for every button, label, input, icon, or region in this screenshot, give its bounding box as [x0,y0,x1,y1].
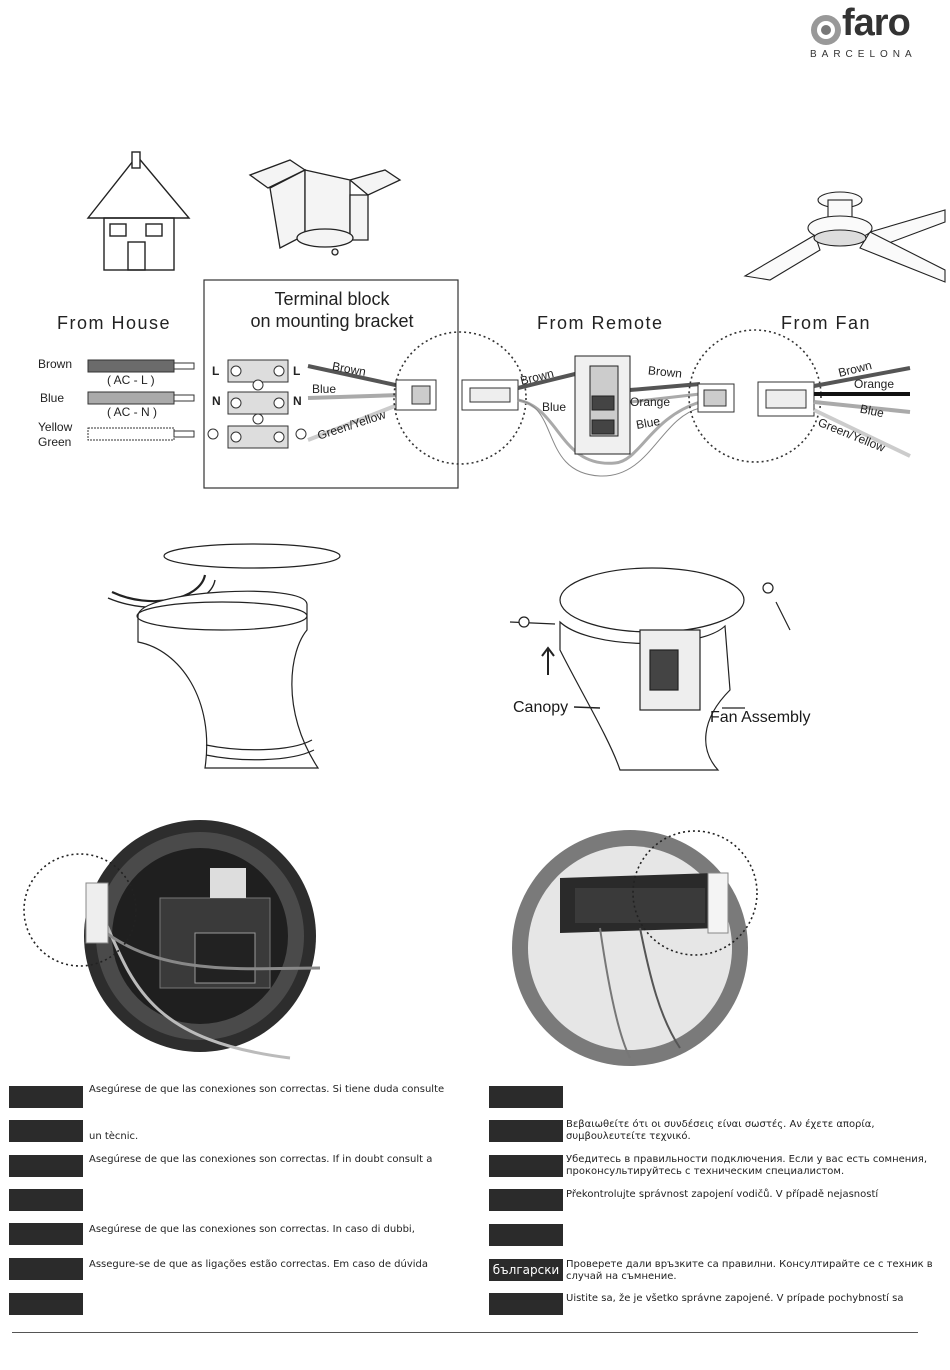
lang-text: Βεβαιωθείτε ότι οι συνδέσεις είναι σωστέ… [566,1119,875,1142]
lang-label [489,1155,563,1177]
lang-label [9,1293,83,1315]
house-icon [86,151,191,271]
mounting-bracket-icon [248,159,402,256]
lang-label [489,1120,563,1142]
lang-text: Assegure-se de que as ligações estão cor… [89,1259,429,1270]
lang-text: Проверете дали връзките са правилни. Кон… [566,1259,933,1282]
lang-label [9,1258,83,1280]
fan-wires [813,366,911,458]
lang-label [9,1120,83,1142]
assembly-illustrations [107,543,791,771]
lang-label [9,1189,83,1211]
canopy-left-icon [107,543,341,769]
photo-right [512,830,758,1066]
faro-logo [811,15,841,45]
lang-text: Asegúrese de que las conexiones son corr… [89,1224,415,1235]
installation-photos [23,820,758,1066]
lang-label [9,1155,83,1177]
house-brown-tag: ( AC - L ) [107,373,155,387]
house-yellow-label: Yellow [38,420,73,434]
remote-receiver-icon [574,355,631,455]
block-n-right: N [293,394,302,408]
house-blue-label: Blue [40,391,65,405]
block-blue-label: Blue [312,382,337,396]
lang-text: Asegúrese de que las conexiones son corr… [89,1084,445,1095]
block-l-right: L [293,364,301,378]
brand-sub: BARCELONA [810,49,917,60]
terminal-block-frame [203,279,459,489]
heading-from-house: From House [57,313,172,333]
top-illustrations [86,151,946,283]
house-brown-label: Brown [38,357,73,371]
house-wires [87,359,195,441]
lang-label [489,1189,563,1211]
house-blue-tag: ( AC - N ) [107,405,157,419]
lang-label [489,1224,563,1246]
lang-text: Uistite sa, že je všetko správne zapojen… [566,1293,904,1304]
block-n-left: N [212,394,221,408]
terminal-block-title: Terminal block on mounting bracket [250,289,414,331]
remote-blue-in: Blue [542,400,567,414]
block-l-left: L [212,364,220,378]
fan-assembly-label: Fan Assembly [710,709,811,726]
lang-label [489,1086,563,1108]
terminal-block [207,359,307,449]
ceiling-fan-icon [743,191,946,283]
lang-label [489,1293,563,1315]
wiring-diagram [87,279,911,489]
remote-orange-out: Orange [630,395,671,409]
lang-label-bulgarian: български [489,1259,563,1281]
footer-rule [12,1332,918,1333]
connector-2 [688,329,822,463]
lang-text: Asegúrese de que las conexiones son corr… [89,1154,433,1165]
lang-text: Убедитесь в правильности подключения. Ес… [566,1154,927,1177]
lang-label [9,1086,83,1108]
house-green-label: Green [38,435,72,449]
brand-name: faro [842,2,911,44]
lang-text: Překontrolujte správnost zapojení vodičů… [566,1189,879,1200]
heading-from-fan: From Fan [781,313,872,333]
lang-label [9,1223,83,1245]
canopy-label: Canopy [513,699,569,716]
fan-orange-label: Orange [854,377,895,391]
canopy-right-icon [509,567,791,771]
lang-text: un tècnic. [89,1131,139,1142]
remote-wires [517,372,701,477]
connector-1 [393,331,527,465]
block-wires [307,364,401,442]
photo-left [23,820,321,1060]
heading-from-remote: From Remote [537,313,664,333]
